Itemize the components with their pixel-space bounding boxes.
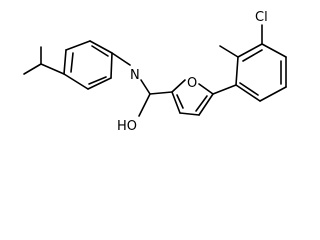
- bond-furan-e: [171, 91, 181, 114]
- bond-ring1-e: [87, 77, 112, 90]
- nitrogen-label: N: [130, 68, 140, 83]
- bond-ring1-n: [111, 52, 131, 66]
- bond-ring1-a: [63, 49, 67, 75]
- bond-methyl: [219, 45, 239, 58]
- bond-furan-c: [198, 93, 214, 116]
- bond-ring2-inner-1: [242, 49, 263, 62]
- amide-linker: [111, 52, 173, 117]
- furan-ring: [171, 79, 214, 116]
- bond-furan-inner-2: [176, 94, 184, 109]
- bond-ring1-f: [63, 73, 89, 90]
- bond-furan-d: [179, 112, 200, 116]
- bond-ring1-b: [65, 40, 91, 51]
- bond-c-o: [138, 93, 151, 117]
- bond-furan-inner-1: [195, 95, 208, 112]
- bond-furan-b: [198, 83, 214, 95]
- bond-ipr-methyl-1: [23, 63, 42, 75]
- bond-ring2-inner-3: [239, 82, 259, 96]
- isopropylphenyl-ring: [63, 40, 113, 90]
- bond-ring1-inner-3: [88, 76, 107, 85]
- furan-oxygen-label: O: [187, 76, 197, 91]
- bond-ring1-d: [110, 52, 113, 79]
- bond-furan-phenyl: [212, 84, 237, 95]
- bond-n-c: [140, 79, 151, 95]
- bond-ring1-c: [89, 40, 113, 54]
- chloromethylphenyl-ring: [219, 24, 287, 102]
- bond-ring2-f: [235, 84, 261, 102]
- bond-ring1-inner-1: [70, 52, 74, 73]
- bond-ipr-ring: [40, 63, 65, 75]
- bond-ring2-b: [237, 43, 263, 58]
- isopropyl-group: [23, 46, 65, 75]
- bond-ring2-c: [261, 43, 287, 58]
- chlorine-label: Cl: [255, 10, 268, 25]
- bond-c-furan: [149, 91, 173, 95]
- bond-ring2-a: [235, 56, 239, 86]
- hydroxyl-label: HO: [117, 119, 137, 134]
- bond-furan-a: [171, 79, 186, 93]
- bond-ring1-inner-2: [91, 45, 109, 57]
- bond-ring2-e: [259, 86, 287, 102]
- molecule-diagram: Cl N HO O: [23, 10, 287, 134]
